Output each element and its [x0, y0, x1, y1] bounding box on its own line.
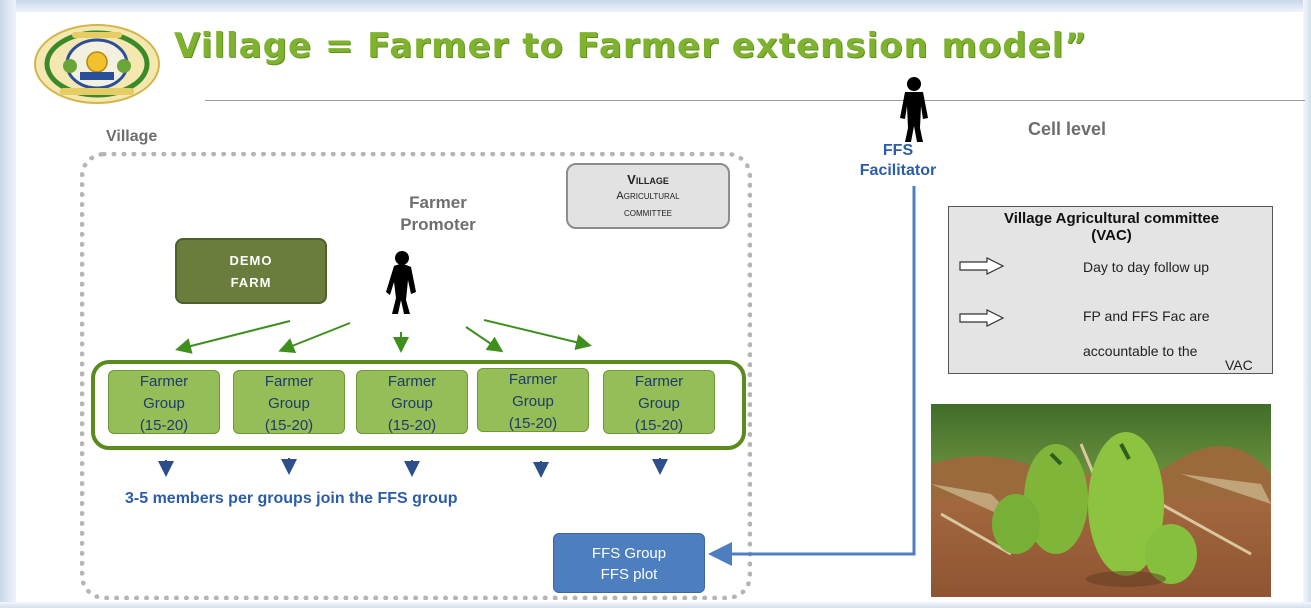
vac-line-2: Agricultural	[616, 190, 680, 202]
ffs-facilitator-label: FFS Facilitator	[838, 141, 958, 181]
legend-item-1: Day to day follow up	[1083, 259, 1210, 275]
farmer-group-line-1: Farmer	[139, 373, 189, 390]
demo-farm-line-2: FARM	[230, 275, 272, 290]
ffs-facilitator-silhouette-icon	[900, 77, 928, 142]
members-join-text: 3-5 members per groups join the FFS grou…	[125, 490, 458, 507]
farmer-group-line-2: Group	[391, 395, 433, 412]
village-label: Village	[106, 128, 158, 145]
legend-item-2-line-3: VAC	[1225, 357, 1253, 373]
farmer-group-box: Farmer Group (15-20)	[477, 368, 589, 432]
farmer-group-line-1: Farmer	[387, 373, 437, 390]
farmer-promoter-line-2: Promoter	[400, 215, 476, 234]
slide-frame-left	[0, 0, 16, 608]
slide-frame-right	[1303, 0, 1311, 608]
ffs-group-line-2: FFS plot	[600, 566, 658, 583]
farmer-group-line-2: Group	[268, 395, 310, 412]
ffs-group-line-1: FFS Group	[591, 545, 667, 562]
ffs-facilitator-line-1: FFS	[882, 142, 914, 159]
title-divider	[205, 100, 1305, 101]
legend-title-line-2: (VAC)	[1091, 227, 1132, 244]
village-boundary	[80, 152, 752, 600]
farmer-group-line-2: Group	[512, 393, 554, 410]
farmer-groups-band	[91, 360, 746, 450]
farmer-promoter-label: Farmer Promoter	[378, 192, 498, 236]
farmer-group-box: Farmer Group (15-20)	[108, 370, 220, 434]
legend-title-line-1: Village Agricultural committee	[1003, 210, 1220, 227]
demo-farm-line-1: DEMO	[229, 253, 273, 268]
farmer-group-line-2: Group	[638, 395, 680, 412]
farmer-promoter-line-1: Farmer	[409, 193, 467, 212]
right-arrow-icon	[959, 309, 1005, 327]
vac-legend-box: Village Agricultural committee (VAC) Day…	[948, 206, 1273, 374]
farmer-group-line-1: Farmer	[508, 371, 558, 388]
farmer-promoter-silhouette-icon	[386, 251, 416, 314]
ffs-group-box: FFS Group FFS plot	[553, 533, 705, 593]
cell-level-label: Cell level	[1028, 119, 1107, 139]
farmer-group-box: Farmer Group (15-20)	[233, 370, 345, 434]
village-agricultural-committee-box: Village Agricultural committee	[566, 163, 730, 229]
ffs-facilitator-line-2: Facilitator	[859, 162, 937, 179]
farmer-group-line-1: Farmer	[264, 373, 314, 390]
farmer-group-line-3: (15-20)	[634, 417, 684, 434]
facilitator-to-ffs-group-connector	[708, 186, 916, 566]
legend-item-2-line-2: accountable to the	[1083, 343, 1198, 359]
farmer-group-line-2: Group	[143, 395, 185, 412]
groups-down-arrows	[158, 458, 668, 478]
slide-frame-bottom	[0, 602, 1311, 608]
vac-line-1: Village	[627, 172, 669, 187]
banana-harvest-photo	[931, 404, 1271, 597]
farmer-group-line-3: (15-20)	[139, 417, 189, 434]
right-arrow-icon	[959, 257, 1005, 275]
farmer-group-line-3: (15-20)	[508, 415, 558, 432]
rwanda-coat-of-arms-icon	[32, 22, 162, 104]
slide-frame-top	[0, 0, 1311, 12]
demo-farm-box: DEMO FARM	[175, 238, 327, 304]
legend-item-2-line-1: FP and FFS Fac are	[1083, 308, 1210, 324]
farmer-group-box: Farmer Group (15-20)	[356, 370, 468, 434]
farmer-group-box: Farmer Group (15-20)	[603, 370, 715, 434]
farmer-group-line-1: Farmer	[634, 373, 684, 390]
legend-title: Village Agricultural committee (VAC)	[949, 210, 1274, 244]
farmer-group-line-3: (15-20)	[264, 417, 314, 434]
promoter-to-groups-arrows	[175, 319, 592, 354]
farmer-group-line-3: (15-20)	[387, 417, 437, 434]
slide-title: Village = Farmer to Farmer extension mod…	[174, 26, 1088, 66]
vac-line-3: committee	[624, 207, 672, 219]
